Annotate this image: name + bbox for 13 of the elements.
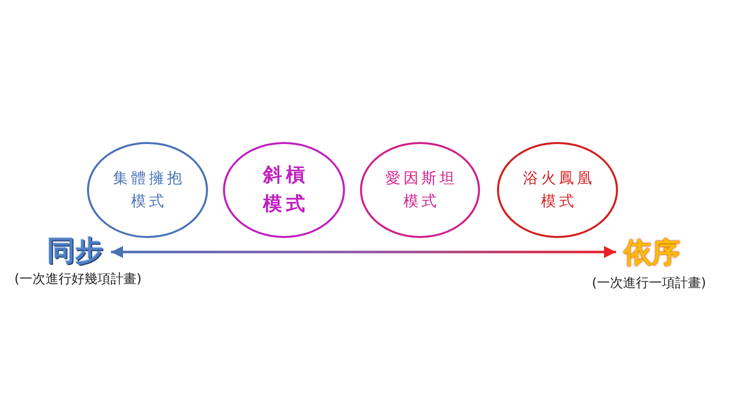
mode-label: 浴火鳳凰模式 bbox=[522, 168, 596, 212]
spectrum-end-label: 同步 bbox=[47, 237, 103, 265]
spectrum-end-label: 依序 bbox=[624, 239, 680, 267]
double-headed-arrow bbox=[111, 246, 616, 258]
mode-ellipse bbox=[360, 142, 480, 238]
mode-label: 斜槓模式 bbox=[262, 162, 310, 217]
mode-label: 愛因斯坦模式 bbox=[384, 168, 458, 212]
mode-label: 集體擁抱模式 bbox=[112, 168, 186, 212]
mode-ellipse bbox=[223, 142, 345, 238]
caption-text: (一次進行好幾項計畫) bbox=[14, 272, 142, 288]
mode-ellipse bbox=[87, 142, 208, 238]
mode-ellipse bbox=[497, 142, 618, 238]
caption-text: (一次進行一項計畫) bbox=[592, 276, 706, 292]
